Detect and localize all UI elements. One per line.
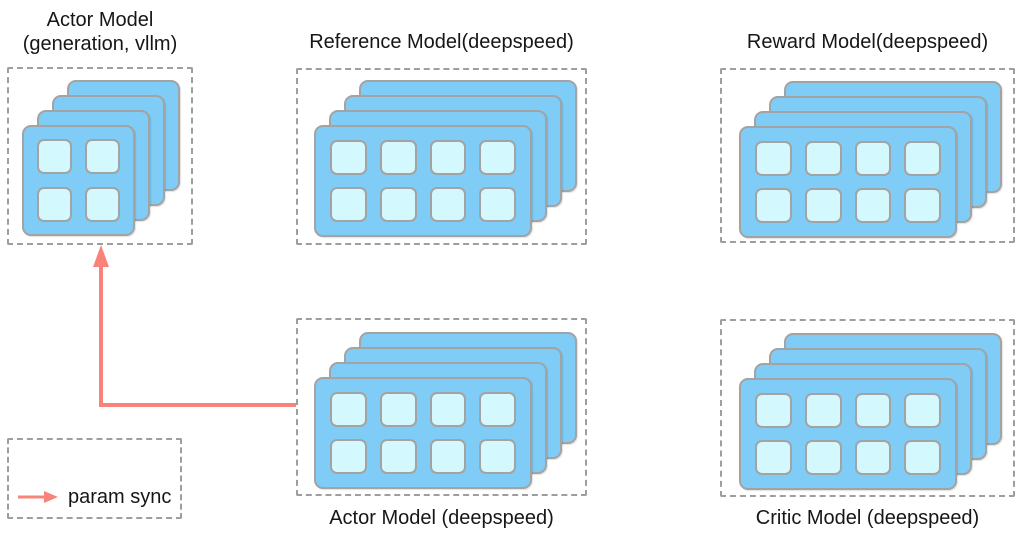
- gpu-cell: [379, 187, 417, 222]
- gpu-cell: [804, 141, 842, 176]
- critic-model-deepspeed-gpu-stack: [739, 333, 1002, 490]
- gpu-card-front: [314, 125, 532, 237]
- reference-model-title: Reference Model(deepspeed): [309, 31, 574, 53]
- gpu-cell: [755, 440, 792, 475]
- reward-model-title: Reward Model(deepspeed): [746, 31, 989, 53]
- gpu-cell: [804, 393, 842, 428]
- gpu-cell: [904, 393, 941, 428]
- gpu-cell: [330, 187, 367, 222]
- gpu-cell: [37, 187, 72, 222]
- reference-model-box: [296, 68, 587, 245]
- gpu-cell: [379, 439, 417, 474]
- gpu-cell: [804, 188, 842, 223]
- actor-generation-title: Actor Model (generation, vllm): [0, 8, 200, 56]
- gpu-cell: [429, 140, 467, 175]
- actor-generation-title-line1: Actor Model: [46, 9, 154, 31]
- gpu-cell: [479, 140, 516, 175]
- gpu-cell: [330, 392, 367, 427]
- gpu-cell: [85, 139, 120, 174]
- critic-model-deepspeed-box: [720, 319, 1015, 497]
- gpu-cell: [429, 392, 467, 427]
- actor-model-deepspeed-box: [296, 318, 587, 496]
- legend-box: param sync: [7, 438, 182, 519]
- gpu-cell: [854, 188, 892, 223]
- gpu-cell: [479, 439, 516, 474]
- gpu-cell: [904, 440, 941, 475]
- gpu-cell: [479, 187, 516, 222]
- gpu-cell: [904, 141, 941, 176]
- gpu-cell: [379, 392, 417, 427]
- actor-generation-gpu-stack: [22, 80, 180, 236]
- actor-model-deepspeed-gpu-stack: [314, 332, 577, 489]
- gpu-cell: [904, 188, 941, 223]
- reward-model-gpu-stack: [739, 81, 1002, 238]
- gpu-cell: [330, 140, 367, 175]
- legend-label: param sync: [68, 486, 172, 508]
- gpu-cell: [429, 439, 467, 474]
- reference-model-gpu-stack: [314, 80, 577, 237]
- actor-generation-box: [7, 67, 193, 245]
- gpu-cell: [854, 393, 892, 428]
- gpu-cell: [330, 439, 367, 474]
- gpu-cell: [755, 188, 792, 223]
- reward-model-box: [720, 68, 1015, 243]
- gpu-card-front: [739, 378, 957, 490]
- actor-model-deepspeed-label: Actor Model (deepspeed): [329, 507, 554, 529]
- gpu-cell: [755, 393, 792, 428]
- gpu-card-front: [314, 377, 532, 489]
- param-sync-arrow-icon: [18, 491, 58, 503]
- gpu-cell: [37, 139, 72, 174]
- gpu-cell: [804, 440, 842, 475]
- gpu-cell: [755, 141, 792, 176]
- gpu-cell: [85, 187, 120, 222]
- gpu-cell: [429, 187, 467, 222]
- actor-generation-title-line2: (generation, vllm): [22, 33, 178, 55]
- critic-model-deepspeed-label: Critic Model (deepspeed): [755, 507, 980, 529]
- gpu-card-front: [739, 126, 957, 238]
- gpu-cell: [379, 140, 417, 175]
- gpu-card-front: [22, 125, 135, 236]
- gpu-cell: [854, 141, 892, 176]
- gpu-cell: [479, 392, 516, 427]
- legend-row: param sync: [17, 485, 171, 509]
- gpu-cell: [854, 440, 892, 475]
